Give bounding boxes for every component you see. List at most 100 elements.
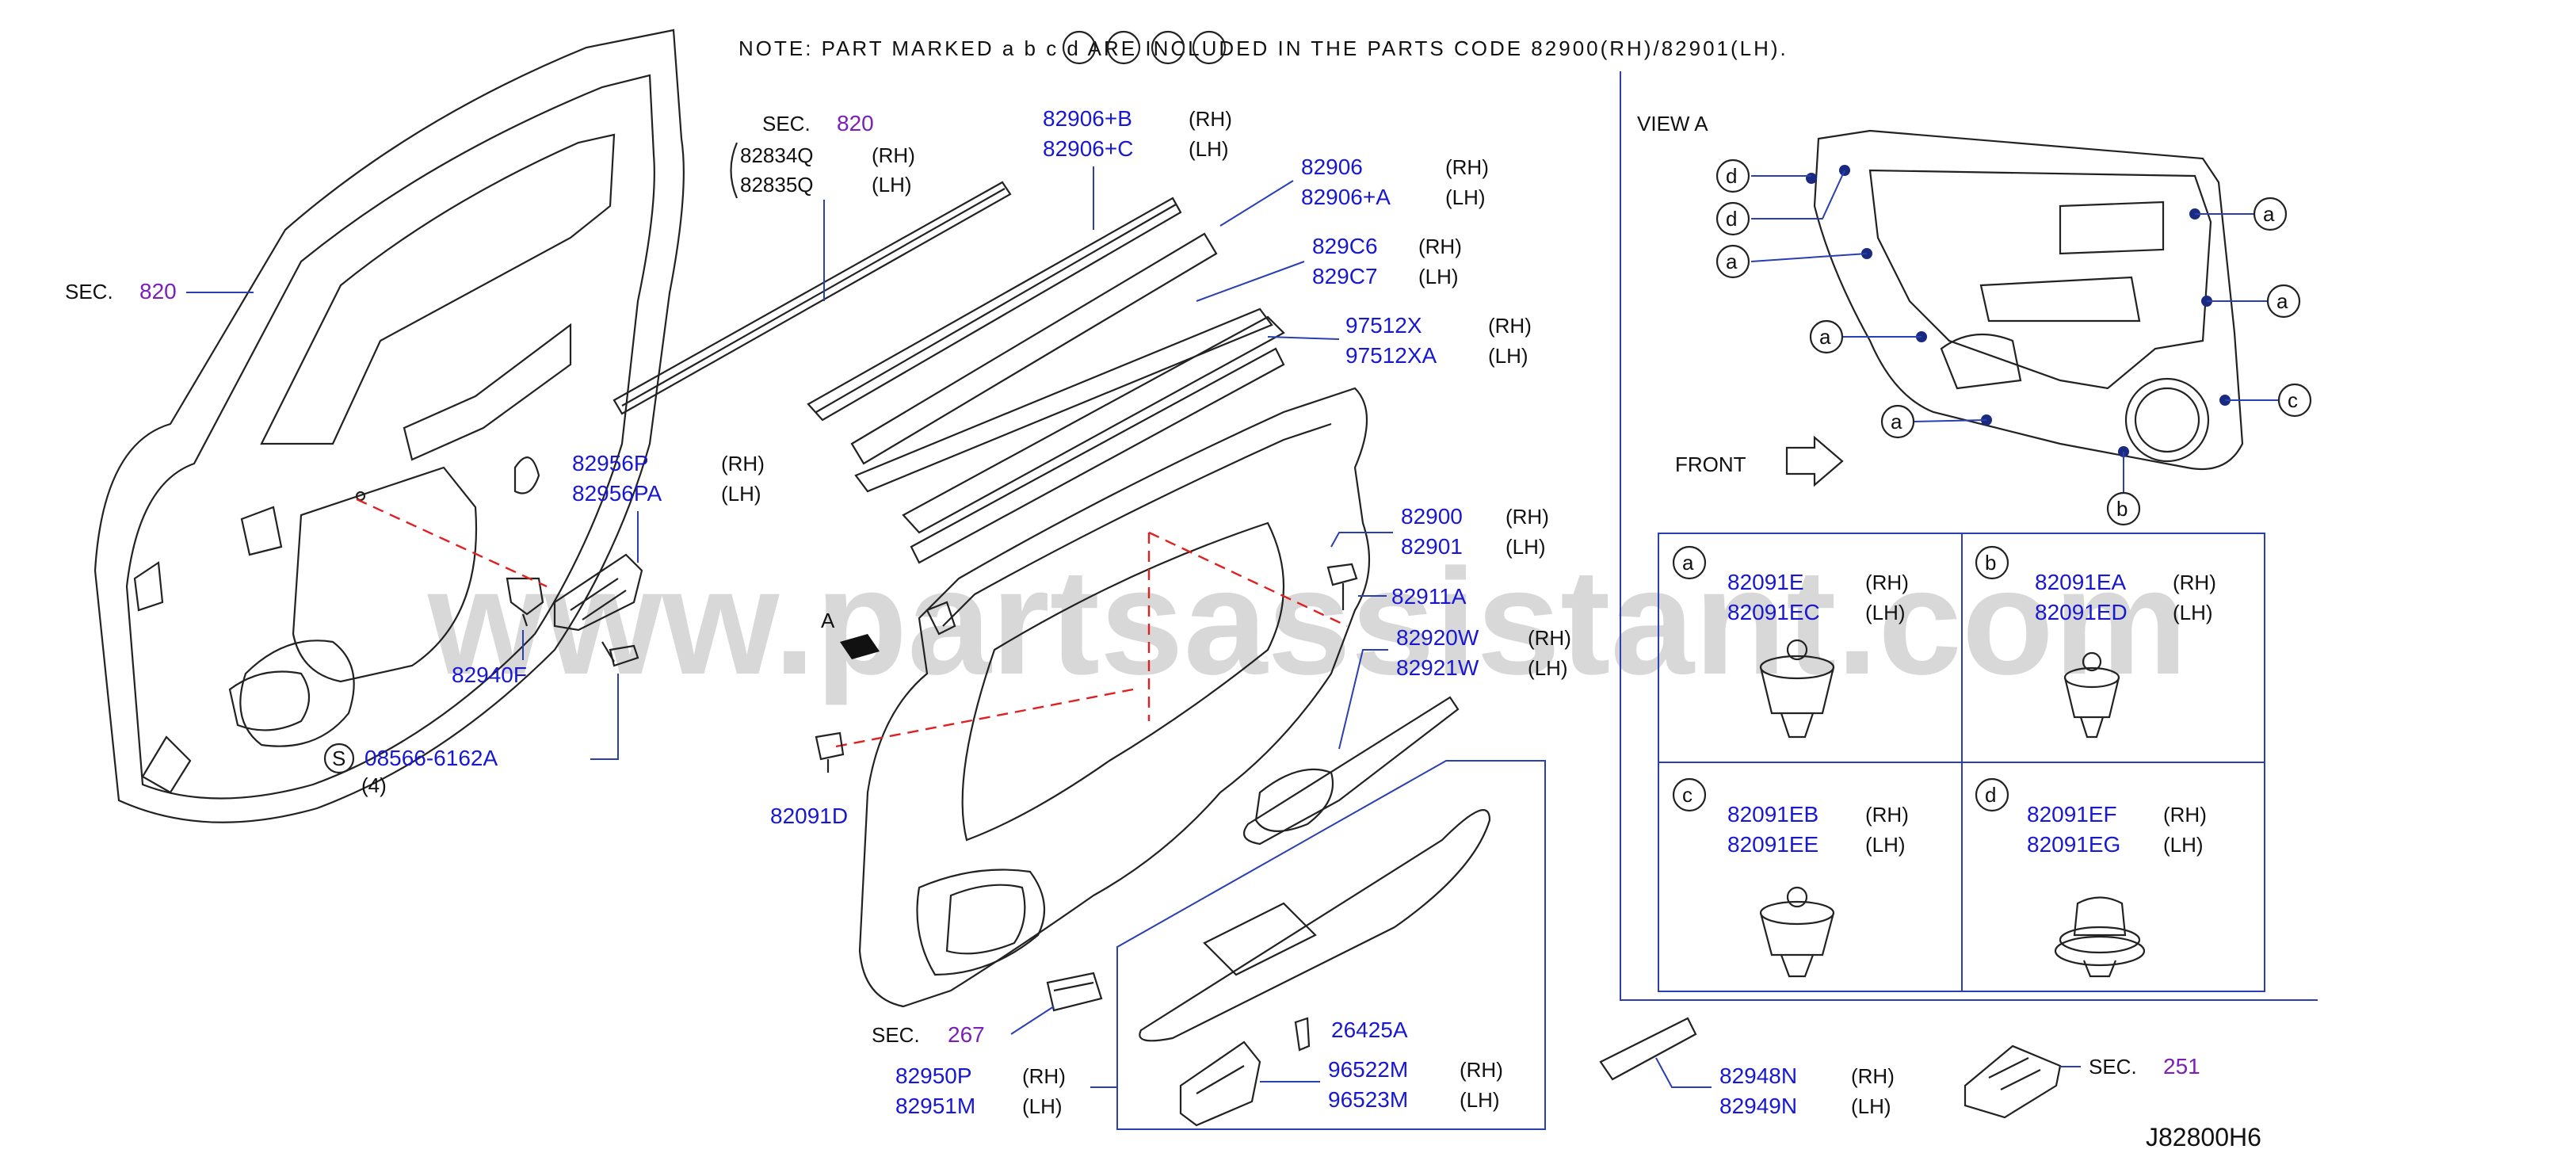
svg-text:(RH): (RH) (1488, 314, 1532, 338)
part-82834q-rh[interactable]: 82834Q (740, 143, 814, 167)
part-82091e-rh[interactable]: 82091E (1727, 570, 1804, 594)
part-82951m-lh[interactable]: 82951M (895, 1094, 975, 1118)
part-82835q-lh[interactable]: 82835Q (740, 173, 814, 197)
part-96522m-rh[interactable]: 96522M (1328, 1057, 1408, 1082)
sec-820-moulding-ref[interactable]: 820 (837, 111, 874, 136)
svg-text:a: a (1682, 551, 1694, 575)
part-82091eg-lh[interactable]: 82091EG (2027, 832, 2120, 857)
inside-handle-drawing (1046, 972, 1103, 1012)
part-82906c-lh[interactable]: 82906+C (1043, 136, 1133, 161)
part-82906a-lh[interactable]: 82906+A (1301, 185, 1391, 209)
svg-text:a: a (1891, 410, 1902, 433)
sec-820-moulding-label: SEC. (762, 112, 811, 136)
clip-82940f-drawing (506, 577, 544, 627)
part-08566-6162a[interactable]: 08566-6162A (364, 746, 498, 770)
part-82091ef-rh[interactable]: 82091EF (2027, 802, 2117, 827)
svg-text:(RH): (RH) (1506, 505, 1549, 529)
svg-text:c: c (1682, 783, 1693, 807)
part-97512xa-lh[interactable]: 97512XA (1345, 343, 1437, 368)
svg-text:(RH): (RH) (721, 452, 765, 475)
part-82956p-rh[interactable]: 82956P (572, 451, 649, 475)
svg-text:(LH): (LH) (1189, 137, 1229, 161)
part-82900-rh[interactable]: 82900 (1401, 504, 1463, 529)
clip-cell-b: b 82091EA (RH) 82091ED (LH) (1975, 545, 2216, 739)
part-829c6-rh[interactable]: 829C6 (1312, 234, 1378, 258)
power-window-switch-drawing (1963, 1044, 2062, 1119)
part-82091eb-rh[interactable]: 82091EB (1727, 802, 1818, 827)
armrest-finisher-drawing (1139, 809, 1491, 1042)
armrest-82920w-drawing (1242, 696, 1460, 846)
switch-panel-frame (1116, 760, 1546, 1130)
sec-251-ref[interactable]: 251 (2163, 1054, 2200, 1079)
standard-part-symbol (323, 743, 355, 774)
part-82956pa-lh[interactable]: 82956PA (572, 481, 662, 506)
part-82948n-rh[interactable]: 82948N (1719, 1063, 1797, 1088)
part-82901-lh[interactable]: 82901 (1401, 534, 1463, 559)
part-82091ed-lh[interactable]: 82091ED (2035, 600, 2128, 624)
sec-267-label: SEC. (872, 1023, 920, 1047)
svg-text:(RH): (RH) (1189, 107, 1232, 131)
clip-26425a-drawing (1294, 1017, 1311, 1052)
clip-a-icon (1759, 639, 1835, 739)
svg-text:d: d (1985, 783, 1996, 807)
cover-82948n-drawing (1599, 1017, 1697, 1081)
sec-267-ref[interactable]: 267 (948, 1022, 985, 1047)
part-82091ee-lh[interactable]: 82091EE (1727, 832, 1818, 857)
part-82906-rh[interactable]: 82906 (1301, 155, 1363, 179)
svg-text:(LH): (LH) (721, 482, 761, 506)
svg-text:(LH): (LH) (1851, 1094, 1891, 1118)
part-82911a[interactable]: 82911A (1391, 584, 1467, 609)
part-96523m-lh[interactable]: 96523M (1328, 1087, 1408, 1112)
clip-table (1658, 533, 2265, 992)
part-82091ec-lh[interactable]: 82091EC (1727, 600, 1820, 624)
screw-82911a-drawing (1326, 563, 1358, 610)
svg-text:(RH): (RH) (1851, 1064, 1895, 1088)
part-82949n-lh[interactable]: 82949N (1719, 1094, 1797, 1118)
part-82921w-lh[interactable]: 82921W (1396, 655, 1479, 680)
svg-text:(RH): (RH) (1460, 1058, 1503, 1082)
front-label: FRONT (1675, 452, 1746, 476)
svg-text:(LH): (LH) (1865, 601, 1906, 624)
part-82920w-rh[interactable]: 82920W (1396, 625, 1479, 650)
part-97512x-rh[interactable]: 97512X (1345, 313, 1422, 338)
part-82940f[interactable]: 82940F (452, 662, 527, 687)
front-arrow (1785, 435, 1844, 487)
door-inner-panel-drawing (93, 29, 685, 823)
part-829c7-lh[interactable]: 829C7 (1312, 264, 1378, 288)
svg-text:(RH): (RH) (2163, 803, 2207, 827)
svg-text:(RH): (RH) (1022, 1064, 1066, 1088)
part-82091d[interactable]: 82091D (770, 804, 848, 828)
sec-820-door-label: SEC. (65, 280, 113, 304)
svg-text:(RH): (RH) (1418, 235, 1462, 258)
svg-text:a: a (2263, 202, 2275, 226)
clip-82091d-drawing (815, 731, 845, 773)
svg-text:(LH): (LH) (1528, 656, 1568, 680)
part-82091ea-rh[interactable]: 82091EA (2035, 570, 2127, 594)
screw-08566-drawing (601, 641, 639, 667)
part-82950p-rh[interactable]: 82950P (895, 1063, 972, 1088)
view-arrow-a (840, 634, 880, 659)
view-arrow-a-label: A (821, 609, 835, 632)
part-26425a[interactable]: 26425A (1331, 1018, 1408, 1042)
svg-text:(LH): (LH) (1506, 535, 1546, 559)
svg-text:(RH): (RH) (1445, 155, 1489, 179)
view-a-clip-markers (1806, 165, 2231, 457)
moulding-strips-drawing (613, 181, 1285, 564)
svg-text:(LH): (LH) (1488, 344, 1528, 368)
clip-cell-a: a 82091E (RH) 82091EC (LH) (1672, 545, 1909, 739)
part-82906b-rh[interactable]: 82906+B (1043, 106, 1132, 131)
svg-text:S: S (332, 746, 345, 770)
note-circle-are (1151, 30, 1185, 65)
view-a-clip-letters: d d a a a a a c b (1715, 158, 2312, 526)
svg-text:(LH): (LH) (1460, 1088, 1500, 1112)
svg-text:b: b (1985, 551, 1996, 575)
clip-cell-d: d 82091EF (RH) 82091EG (LH) (1975, 777, 2207, 978)
svg-text:d: d (1726, 164, 1737, 188)
svg-text:(LH): (LH) (1418, 265, 1459, 288)
svg-text:(LH): (LH) (2163, 833, 2204, 857)
note-circle-d (1106, 30, 1141, 65)
sec-820-door-ref[interactable]: 820 (139, 279, 177, 304)
diagram-code: J82800H6 (2146, 1123, 2261, 1151)
svg-text:(LH): (LH) (1445, 185, 1486, 209)
